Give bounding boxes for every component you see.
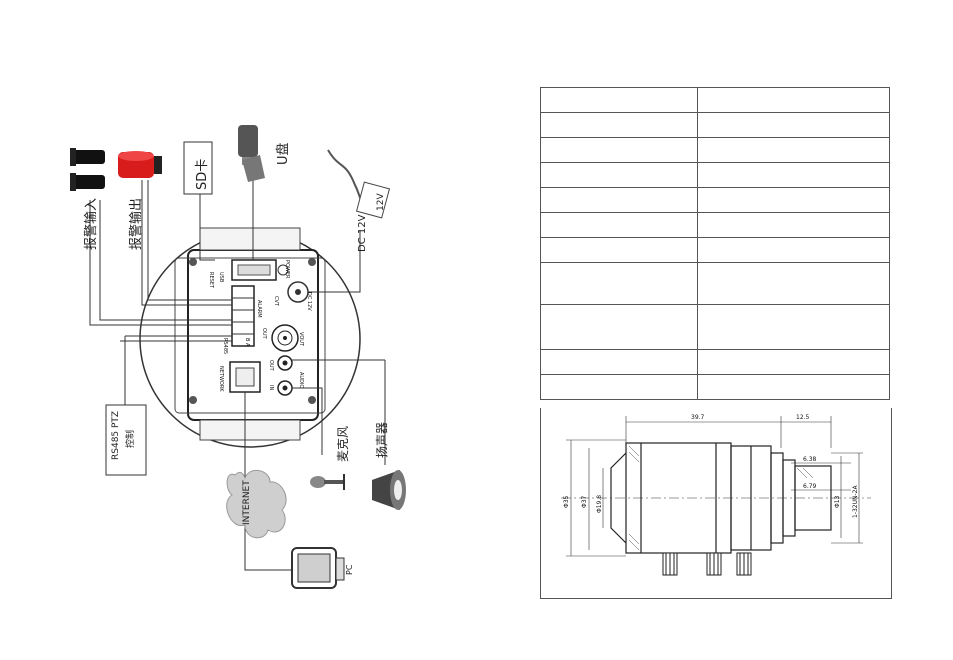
table-cell [697,112,890,138]
label-microphone: 麦克风 [336,425,350,462]
table-row [540,112,890,138]
dim-d13: Φ13 [834,495,841,508]
panel-label-ptz: B A [244,338,250,347]
table-cell [540,162,698,188]
label-rs485-line2: 控制 [126,429,136,448]
table-cell [540,137,698,163]
connection-lines [89,170,386,571]
dim-d198: Φ19.8 [596,495,603,513]
table-cell [697,262,890,305]
label-adapter-12v: 12V [376,193,386,211]
dim-w638: 6.38 [803,456,817,463]
table-cell [697,137,890,163]
label-alarm-output: 报警输出 [129,197,144,250]
label-usb-disk: U盘 [276,142,291,165]
dim-d35: Φ35 [563,495,570,508]
table-row [540,304,890,350]
connection-diagram-svg: RESET USB POWER CVT DC 12V ALARM OUT VOU… [70,125,406,589]
dim-length: 39.7 [691,414,705,421]
table-cell [540,262,698,305]
table-cell [697,237,890,263]
spec-table [540,87,890,400]
panel-label-in: IN [268,385,274,390]
table-cell [540,374,698,400]
panel-label-alarm: ALARM [256,300,262,318]
panel-label-dc12v: DC 12V [306,292,312,311]
label-dc12v: DC 12V [357,214,368,252]
panel-label-cvt: CVT [273,296,279,307]
panel-label-vout: VOUT [298,332,304,347]
dim-thread: 1-32UN-2A [852,485,859,518]
usb-stick [238,125,265,182]
dim-back: 12.5 [796,414,810,421]
table-cell [697,374,890,400]
table-cell [540,304,698,350]
lens-drawing-box: 39.7 12.5 Φ35 Φ37 Φ19.8 6.38 6.79 Φ13 1-… [540,408,892,599]
dim-w679: 6.79 [803,483,817,490]
table-cell [697,87,890,113]
alarm-input-sensors [70,148,105,191]
internet-cloud [226,469,287,539]
lens-screws [662,552,752,576]
table-row [540,187,890,213]
table-row [540,374,890,400]
table-row [540,137,890,163]
label-pc: PC [345,564,354,575]
label-sd-card: SD卡 [195,158,210,190]
panel-label-out2: OUT [268,360,274,372]
connection-diagram: RESET USB POWER CVT DC 12V ALARM OUT VOU… [60,110,480,600]
microphone-icon [310,474,345,490]
panel-label-rs485: RS485 [222,338,228,354]
label-speaker: 扬声器 [375,421,389,458]
dim-d37: Φ37 [581,495,588,508]
panel-label-out: OUT [261,328,267,340]
rs485-box [105,404,147,476]
table-cell [540,349,698,375]
table-cell [540,237,698,263]
panel-label-audio: AUDIO [298,372,304,388]
label-alarm-input: 报警输入 [84,197,99,250]
alarm-siren [118,151,162,178]
table-row [540,212,890,238]
table-cell [540,87,698,113]
table-row [540,349,890,375]
speaker-icon [372,470,406,510]
power-adapter [327,149,391,219]
panel-label-usb: USB [218,272,224,283]
table-row [540,237,890,263]
panel-label-reset: RESET [208,272,214,289]
sd-card-box [183,141,213,195]
table-row [540,262,890,305]
table-cell [697,162,890,188]
table-cell [697,187,890,213]
panel-label-network: NETWORK [218,366,224,392]
camera-body [139,227,361,448]
panel-label-power: POWER [284,260,290,279]
panel-labels: RESET USB POWER CVT DC 12V ALARM OUT VOU… [208,260,312,392]
table-row [540,162,890,188]
label-internet: INTERNET [242,480,252,525]
table-cell [540,212,698,238]
lens-drawing-svg: 39.7 12.5 Φ35 Φ37 Φ19.8 6.38 6.79 Φ13 1-… [561,414,871,576]
pc-icon [291,547,345,589]
table-cell [697,304,890,350]
table-cell [540,187,698,213]
table-cell [697,212,890,238]
label-rs485-line1: RS485 PTZ [111,410,121,460]
table-row [540,87,890,113]
table-cell [540,112,698,138]
table-cell [697,349,890,375]
